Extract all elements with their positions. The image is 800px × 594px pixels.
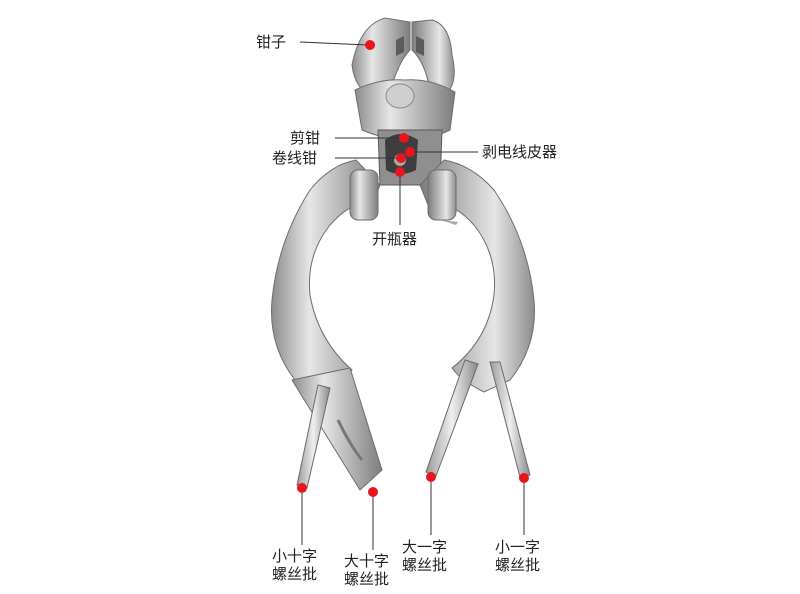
label-small-phillips: 小十字 螺丝批	[272, 547, 317, 583]
label-cutter: 剪钳	[290, 129, 321, 147]
label-stripper: 剥电线皮器	[482, 143, 558, 161]
pliers-jaw	[351, 17, 456, 139]
marker-crimper	[396, 153, 406, 163]
marker-small-flat	[519, 473, 529, 483]
label-large-phillips: 大十字 螺丝批	[344, 552, 389, 588]
markers	[297, 40, 529, 497]
right-handle	[349, 159, 535, 393]
label-bottle-opener: 开瓶器	[372, 230, 418, 248]
label-small-flat-line1: 小一字	[495, 538, 541, 556]
leader-pliers	[299, 41, 369, 46]
marker-cutter	[399, 133, 409, 143]
left-handle	[271, 159, 383, 491]
marker-pliers	[365, 40, 375, 50]
marker-small-phillips	[297, 483, 307, 493]
label-small-flat: 小一字 螺丝批	[495, 538, 540, 574]
label-large-flat: 大一字 螺丝批	[402, 538, 447, 574]
marker-large-phillips	[368, 487, 378, 497]
leader-lines	[299, 41, 525, 550]
marker-bottle-opener	[395, 167, 405, 177]
label-small-phillips-line2: 螺丝批	[272, 565, 318, 583]
marker-large-flat	[426, 472, 436, 482]
label-pliers: 钳子	[256, 33, 287, 51]
label-large-phillips-line1: 大十字	[344, 552, 390, 570]
label-large-flat-line2: 螺丝批	[402, 556, 448, 574]
label-large-phillips-line2: 螺丝批	[344, 570, 390, 588]
label-small-phillips-line1: 小十字	[272, 547, 318, 565]
label-small-flat-line2: 螺丝批	[495, 556, 541, 574]
label-large-flat-line1: 大一字	[402, 538, 448, 556]
label-crimper: 卷线钳	[272, 149, 318, 167]
marker-stripper	[405, 147, 415, 157]
